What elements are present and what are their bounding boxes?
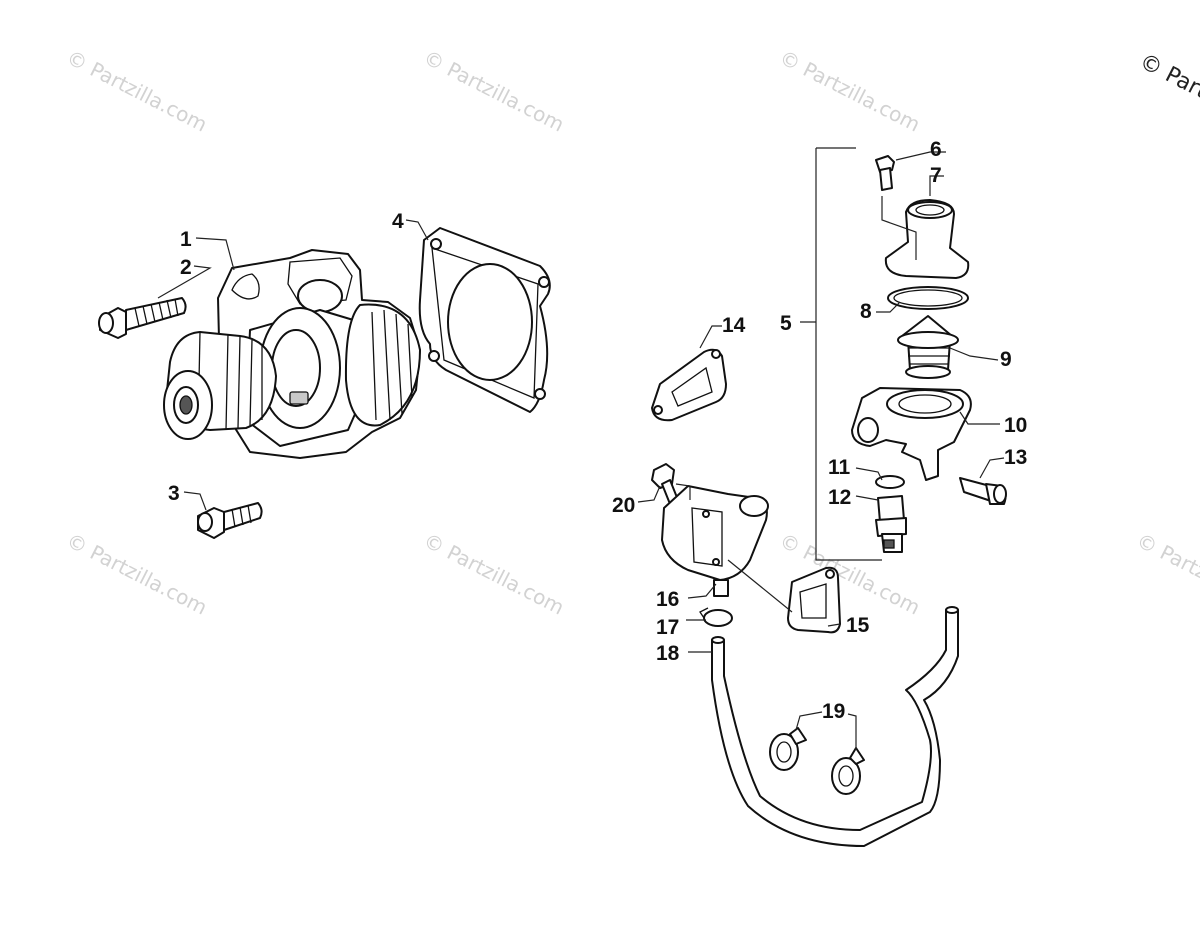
callout-3: 3 bbox=[168, 482, 180, 505]
callout-11: 11 bbox=[828, 456, 851, 479]
thermostat-part-9 bbox=[897, 315, 959, 379]
callout-5: 5 bbox=[780, 312, 792, 335]
callout-15: 15 bbox=[846, 614, 870, 637]
hose-clamp-part-19 bbox=[769, 727, 865, 795]
callout-19: 19 bbox=[822, 700, 845, 723]
callout-16: 16 bbox=[656, 588, 679, 611]
o-ring-part-8 bbox=[887, 286, 969, 310]
water-outlet-part-7 bbox=[884, 199, 970, 279]
water-pump-part-1 bbox=[163, 249, 421, 459]
callout-2: 2 bbox=[180, 256, 192, 279]
callout-1: 1 bbox=[180, 228, 192, 251]
watermark: © Partzilla.com bbox=[420, 528, 568, 619]
callouts: 1 2 3 4 5 6 7 8 9 10 11 12 13 14 15 16 1… bbox=[168, 138, 1027, 723]
temp-sensor-part-12 bbox=[875, 495, 907, 553]
gasket-part-14 bbox=[651, 348, 727, 422]
callout-8: 8 bbox=[860, 300, 872, 323]
watermark: © Partzilla.com bbox=[63, 528, 211, 619]
callout-14: 14 bbox=[722, 314, 746, 337]
callout-4: 4 bbox=[392, 210, 404, 233]
bolt-part-2 bbox=[98, 297, 187, 339]
bolt-part-13 bbox=[959, 477, 1007, 505]
watermark: © Partzilla.com bbox=[420, 45, 568, 136]
gasket-part-15 bbox=[787, 566, 841, 634]
screw-part-6 bbox=[875, 155, 895, 191]
callout-18: 18 bbox=[656, 642, 680, 665]
callout-20: 20 bbox=[612, 494, 635, 517]
callout-10: 10 bbox=[1004, 414, 1027, 437]
bolt-part-3 bbox=[197, 502, 263, 539]
washer-part-11 bbox=[875, 475, 905, 489]
corner-watermark: © Part bbox=[1135, 49, 1200, 104]
watermark: © Partzilla.com bbox=[1133, 528, 1200, 619]
callout-6: 6 bbox=[930, 138, 942, 161]
callout-17: 17 bbox=[656, 616, 679, 639]
watermark: © Partzilla.com bbox=[776, 45, 924, 136]
callout-9: 9 bbox=[1000, 348, 1012, 371]
callout-13: 13 bbox=[1004, 446, 1027, 469]
leader-lines bbox=[157, 147, 1005, 750]
gasket-part-4 bbox=[418, 227, 551, 413]
callout-7: 7 bbox=[930, 164, 942, 187]
thermostat-housing-part-10 bbox=[851, 387, 972, 481]
watermark: © Partzilla.com bbox=[63, 45, 211, 136]
clamp-part-17 bbox=[699, 607, 733, 627]
callout-12: 12 bbox=[828, 486, 851, 509]
hose-part-18 bbox=[711, 606, 959, 847]
